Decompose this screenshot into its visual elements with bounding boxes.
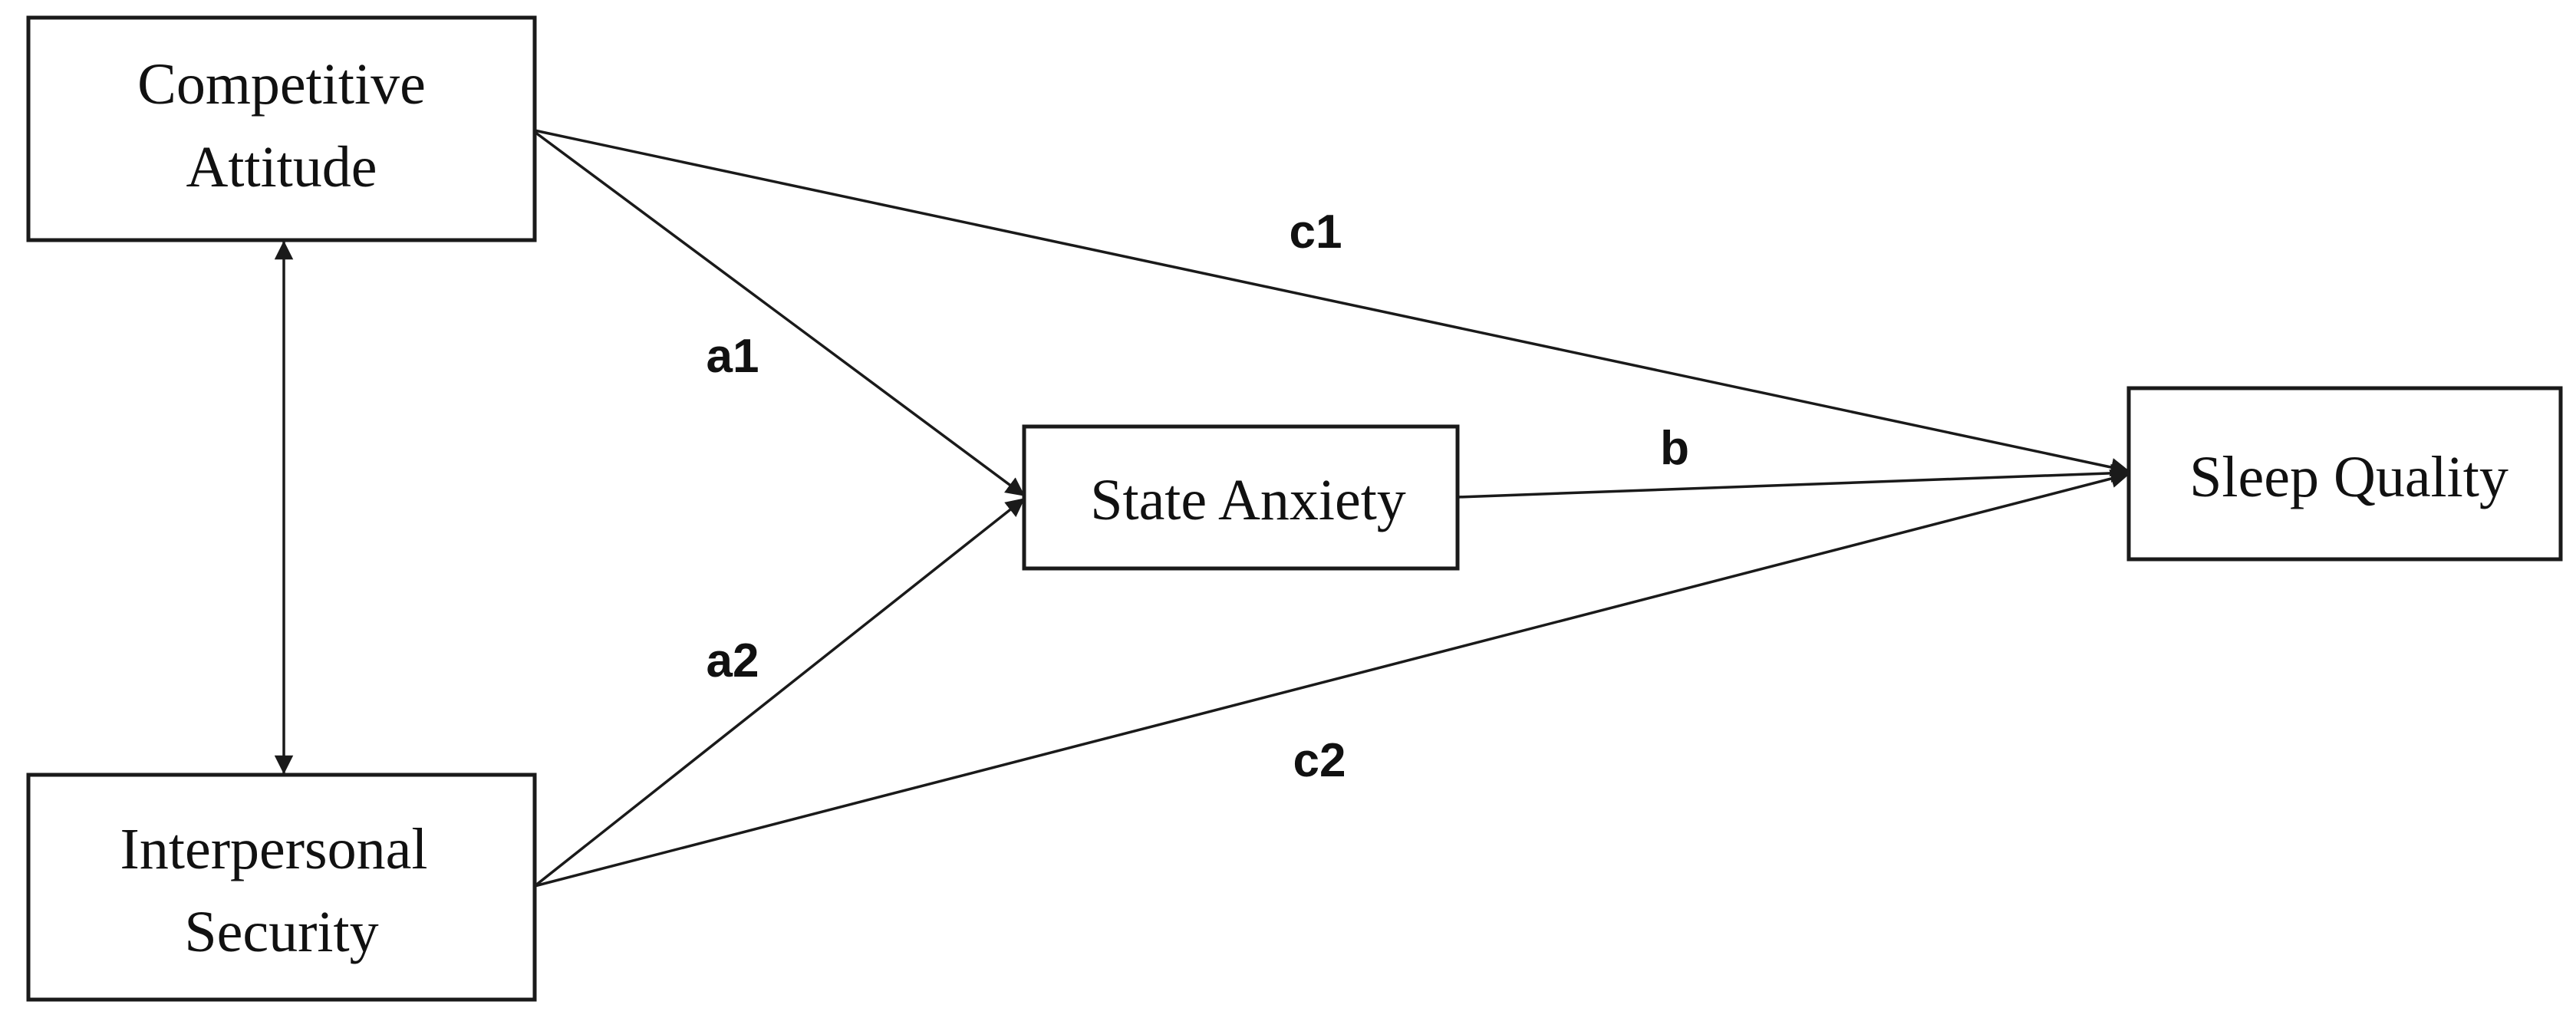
edge-a2	[533, 497, 1026, 888]
node-interpersonal-security: Interpersonal Security	[26, 773, 537, 1002]
path-label-c2: c2	[1293, 734, 1346, 787]
edge-c2	[534, 469, 2130, 888]
edge-a1	[533, 130, 1026, 497]
path-label-b: b	[1660, 422, 1689, 475]
node-sleep-quality: Sleep Quality	[2126, 386, 2563, 562]
node-competitive-attitude-line-2: Attitude	[186, 135, 377, 199]
node-interpersonal-security-line-1: Interpersonal	[120, 817, 428, 881]
path-label-a1: a1	[707, 330, 759, 383]
node-state-anxiety: State Anxiety	[1022, 424, 1460, 571]
node-interpersonal-security-line-2: Security	[184, 900, 378, 964]
edge-c1	[534, 129, 2130, 477]
path-label-c1: c1	[1290, 206, 1342, 259]
node-competitive-attitude: Competitive Attitude	[26, 15, 537, 242]
node-state-anxiety-label: State Anxiety	[1090, 468, 1406, 532]
path-label-a2: a2	[707, 634, 759, 687]
node-sleep-quality-label: Sleep Quality	[2189, 445, 2508, 509]
edge-b	[1457, 463, 2130, 499]
node-competitive-attitude-line-1: Competitive	[137, 52, 426, 117]
